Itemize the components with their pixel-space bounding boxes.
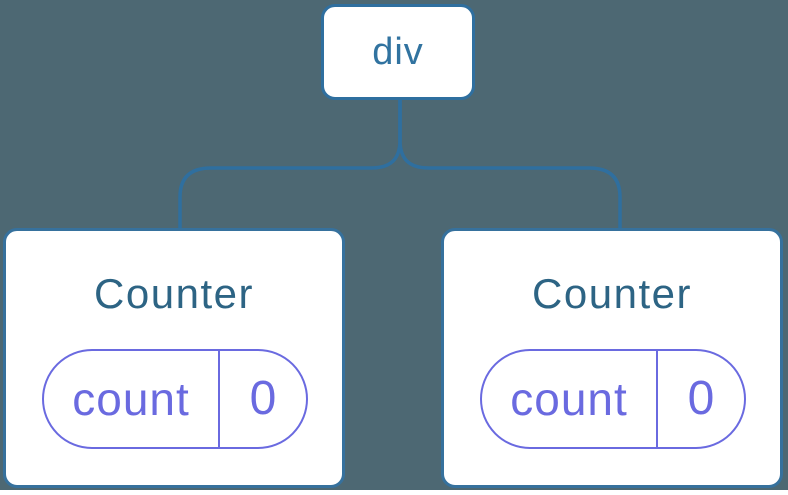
state-pill-divider [656, 351, 658, 447]
connector-right-branch [398, 98, 622, 231]
state-variable-name: count [72, 373, 190, 425]
tree-root-node: div [321, 4, 475, 100]
state-pill: count 0 [42, 349, 308, 449]
component-name-label: Counter [94, 270, 254, 317]
component-name-label: Counter [532, 270, 692, 317]
connector-left-branch [178, 98, 402, 231]
root-node-label: div [372, 30, 424, 73]
state-variable-name: count [510, 373, 628, 425]
counter-component-card-left: Counter count 0 [3, 228, 345, 488]
counter-component-card-right: Counter count 0 [441, 228, 783, 488]
state-pill-divider [218, 351, 220, 447]
state-pill: count 0 [480, 349, 746, 449]
state-variable-value: 0 [687, 372, 715, 425]
state-variable-value: 0 [249, 372, 277, 425]
